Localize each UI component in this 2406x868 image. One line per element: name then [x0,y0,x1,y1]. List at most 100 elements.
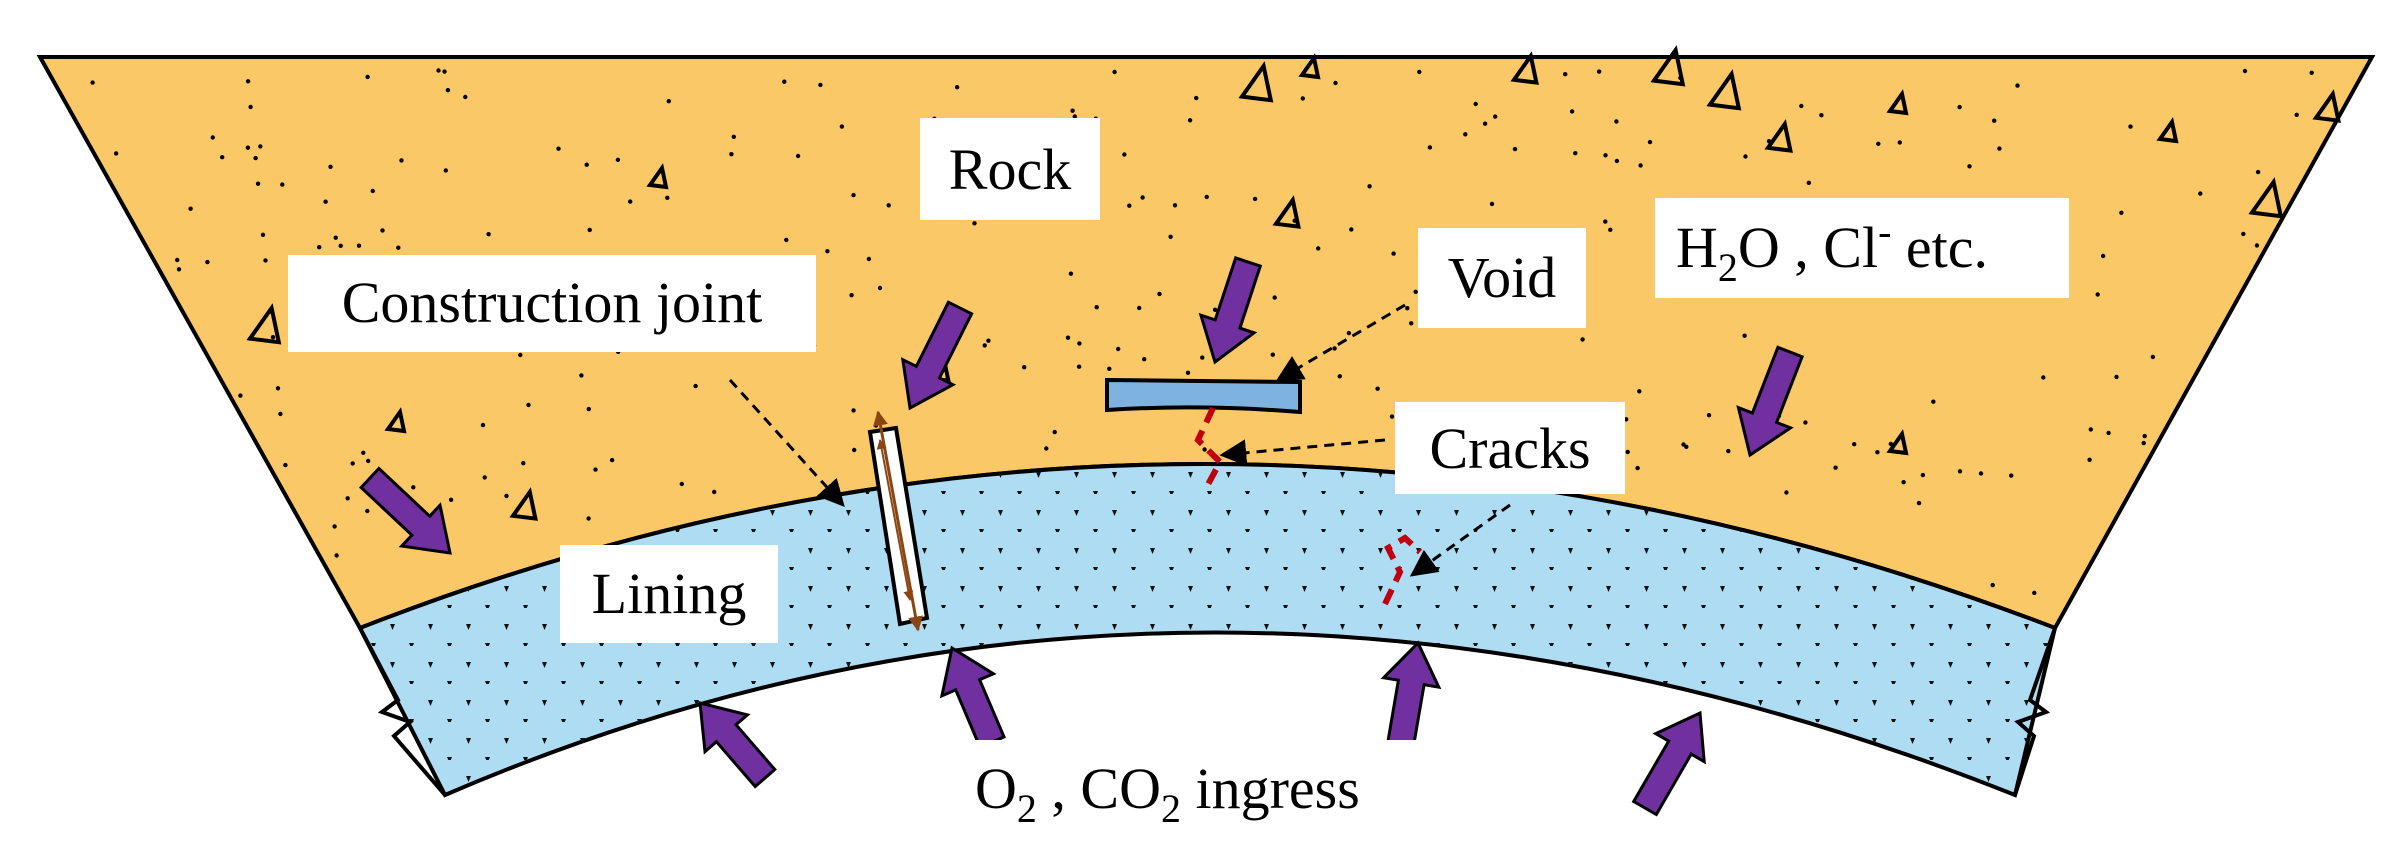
rock-speckle [205,259,210,265]
rock-speckle [2242,68,2248,74]
rock-speckle [463,94,468,100]
rock-label-box [920,118,1100,220]
rock-speckle [2009,473,2014,478]
lining-texture [360,464,2055,795]
rock-speckle [380,228,385,233]
rock-speckle [982,343,987,348]
rock-speckle [1332,346,1337,351]
rock-speckle [851,408,856,413]
rock-speckle [366,458,371,464]
rock-speckle [1417,69,1422,75]
rock-speckle [1427,145,1433,150]
rock-pebble [1764,119,1793,153]
rock-speckle [586,516,591,521]
rock-speckle [877,285,883,291]
rock-speckle [1389,414,1395,419]
rock-speckle [333,235,338,240]
rock-speckle [1052,429,1057,435]
rock-speckle [113,151,119,156]
rock-speckle [480,422,486,428]
rock-pebble [1238,61,1274,103]
rock-speckle [2309,70,2314,76]
rock-pebble [1886,89,1909,116]
ingress-arrow [939,645,1006,750]
rock-speckle [248,104,253,110]
rock-pebble [1510,51,1539,85]
rock-speckle [486,232,491,237]
rock-speckle [1137,305,1142,311]
rock-speckle [2100,253,2106,259]
rock-speckle [1346,330,1352,336]
rock-speckle [1194,95,1199,101]
rock-speckle [1112,69,1117,75]
rock-speckle [518,352,523,358]
rock-pebble [2248,177,2284,219]
rock-pebble [1650,45,1686,87]
rock-speckle [2254,243,2260,248]
rock-speckle [253,155,258,161]
rock-speckle [1270,352,1276,357]
rock-speckle [365,508,370,514]
rock-speckle [442,69,447,74]
rock-speckle [2114,374,2119,380]
void-region [1105,377,1302,415]
rock-speckle [1875,450,1880,455]
rock-speckle [1070,108,1075,113]
rock-speckle [1992,118,1997,123]
rock-speckle [2141,440,2146,446]
rock-speckle [90,80,95,85]
rock-speckle [1625,449,1630,455]
rock-speckle [1140,195,1145,200]
rock-speckle [2255,169,2261,175]
rock-speckle [873,423,879,428]
rock-speckle [1391,251,1396,256]
rock-speckle [972,221,977,226]
rock-speckle [1803,420,1808,425]
rock-speckle [1852,442,1857,447]
rock-speckle [399,158,404,163]
rock-speckle [2142,433,2147,439]
rock-speckle [1473,101,1478,107]
rock-speckle [526,402,531,408]
rock-speckle [1349,227,1354,232]
rock-pebble [2156,117,2179,144]
rock-speckle [1897,140,1903,145]
cracks-label-box [1395,402,1625,494]
rock-speckle [258,144,263,149]
rock-speckle [1367,184,1372,189]
rock-speckle [176,267,182,272]
rock-speckle [1901,480,1906,485]
rock-speckle [245,79,251,84]
rock-speckle [729,152,734,157]
rock-speckle [270,335,276,340]
rock-speckle [586,406,591,412]
rock-speckle [1072,114,1078,119]
rock-speckle [1127,203,1132,208]
rock-speckle [986,338,991,343]
rock-speckle [666,99,671,104]
rock-speckle [1512,146,1518,152]
rock-speckle [593,467,598,472]
rock-speckle [1068,271,1074,276]
rock-speckle [317,245,322,250]
rock-speckle [1573,151,1578,156]
rock-speckle [1202,447,1207,452]
rock-speckle [2095,292,2100,297]
water-label-box [1655,198,2069,298]
rock-speckle [1187,118,1193,123]
rock-speckle [825,249,830,254]
rock-speckle [275,386,281,391]
rock-speckle [1094,305,1099,310]
rock-speckle [1300,96,1306,101]
rock-speckle [1333,80,1338,86]
rock-speckle [1635,465,1640,471]
rock-speckle [2128,124,2133,129]
rock-speckle [1614,158,1620,164]
rock-speckle [849,293,854,298]
rock-speckle [839,124,845,129]
rock-speckle [1107,366,1112,371]
rock-pebble [509,487,538,521]
rock-speckle [556,146,561,151]
rock-speckle [1726,448,1731,454]
rock-speckle [1200,355,1205,360]
